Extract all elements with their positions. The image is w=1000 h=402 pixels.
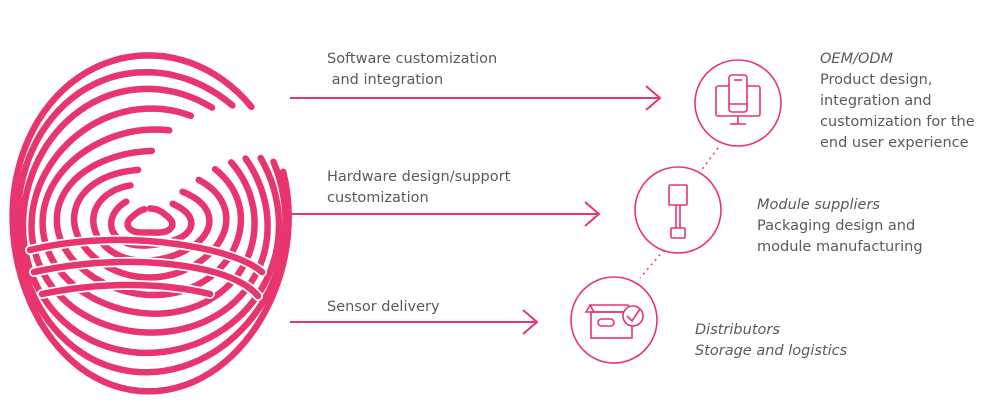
node-circle-module (634, 166, 722, 254)
node-title-module: Module suppliers (757, 197, 880, 213)
fingerprint-ridge (9, 52, 292, 395)
dotted-connector-top (699, 147, 719, 173)
node-label-oem: OEM/ODM Product design, integration and … (820, 49, 975, 154)
node-circle-distributor (570, 276, 658, 364)
fingerprint-ridge (19, 85, 283, 357)
node-line: Packaging design and (757, 218, 916, 234)
node-line: customization for the (820, 114, 975, 130)
fingerprint-ridge (28, 105, 271, 336)
fingerprint-ridge (70, 166, 230, 281)
node-line: module manufacturing (757, 239, 923, 255)
fingerprint-sweep (26, 236, 266, 276)
flow-label-sensor: Sensor delivery (327, 297, 440, 318)
node-line: integration and (820, 93, 932, 109)
flow-label-line: Software customization (327, 51, 498, 67)
flow-label-software: Software customization and integration (327, 49, 497, 91)
node-label-distributor: Distributors Storage and logistics (695, 320, 847, 362)
package-check-icon (584, 304, 644, 339)
flow-label-line: Sensor delivery (327, 299, 440, 315)
node-circle-oem (694, 59, 782, 147)
arrow-sensor (290, 309, 539, 335)
node-line: Product design, (820, 72, 933, 88)
monitor-phone-icon (715, 74, 761, 125)
arrow-software (290, 85, 662, 111)
node-line: Storage and logistics (695, 343, 848, 359)
fingerprint-icon (9, 52, 292, 395)
node-label-module: Module suppliers Packaging design and mo… (757, 195, 923, 258)
flow-label-hardware: Hardware design/support customization (327, 167, 510, 209)
fingerprint-sweep (38, 281, 214, 298)
fingerprint-ridge (124, 205, 176, 236)
node-title-distributor: Distributors (695, 322, 780, 338)
fingerprint-sweep (30, 258, 262, 300)
sensor-module-icon (668, 184, 688, 239)
flow-label-line: Hardware design/support (327, 169, 511, 185)
flow-label-line: and integration (327, 72, 444, 88)
dotted-connector-bottom (639, 249, 665, 279)
flow-label-line: customization (327, 190, 429, 206)
fingerprint-ridge (39, 126, 258, 317)
fingerprint-ridge (14, 68, 289, 376)
arrow-hardware (290, 201, 601, 227)
node-line: end user experience (820, 135, 969, 151)
node-title-oem: OEM/ODM (820, 51, 894, 67)
